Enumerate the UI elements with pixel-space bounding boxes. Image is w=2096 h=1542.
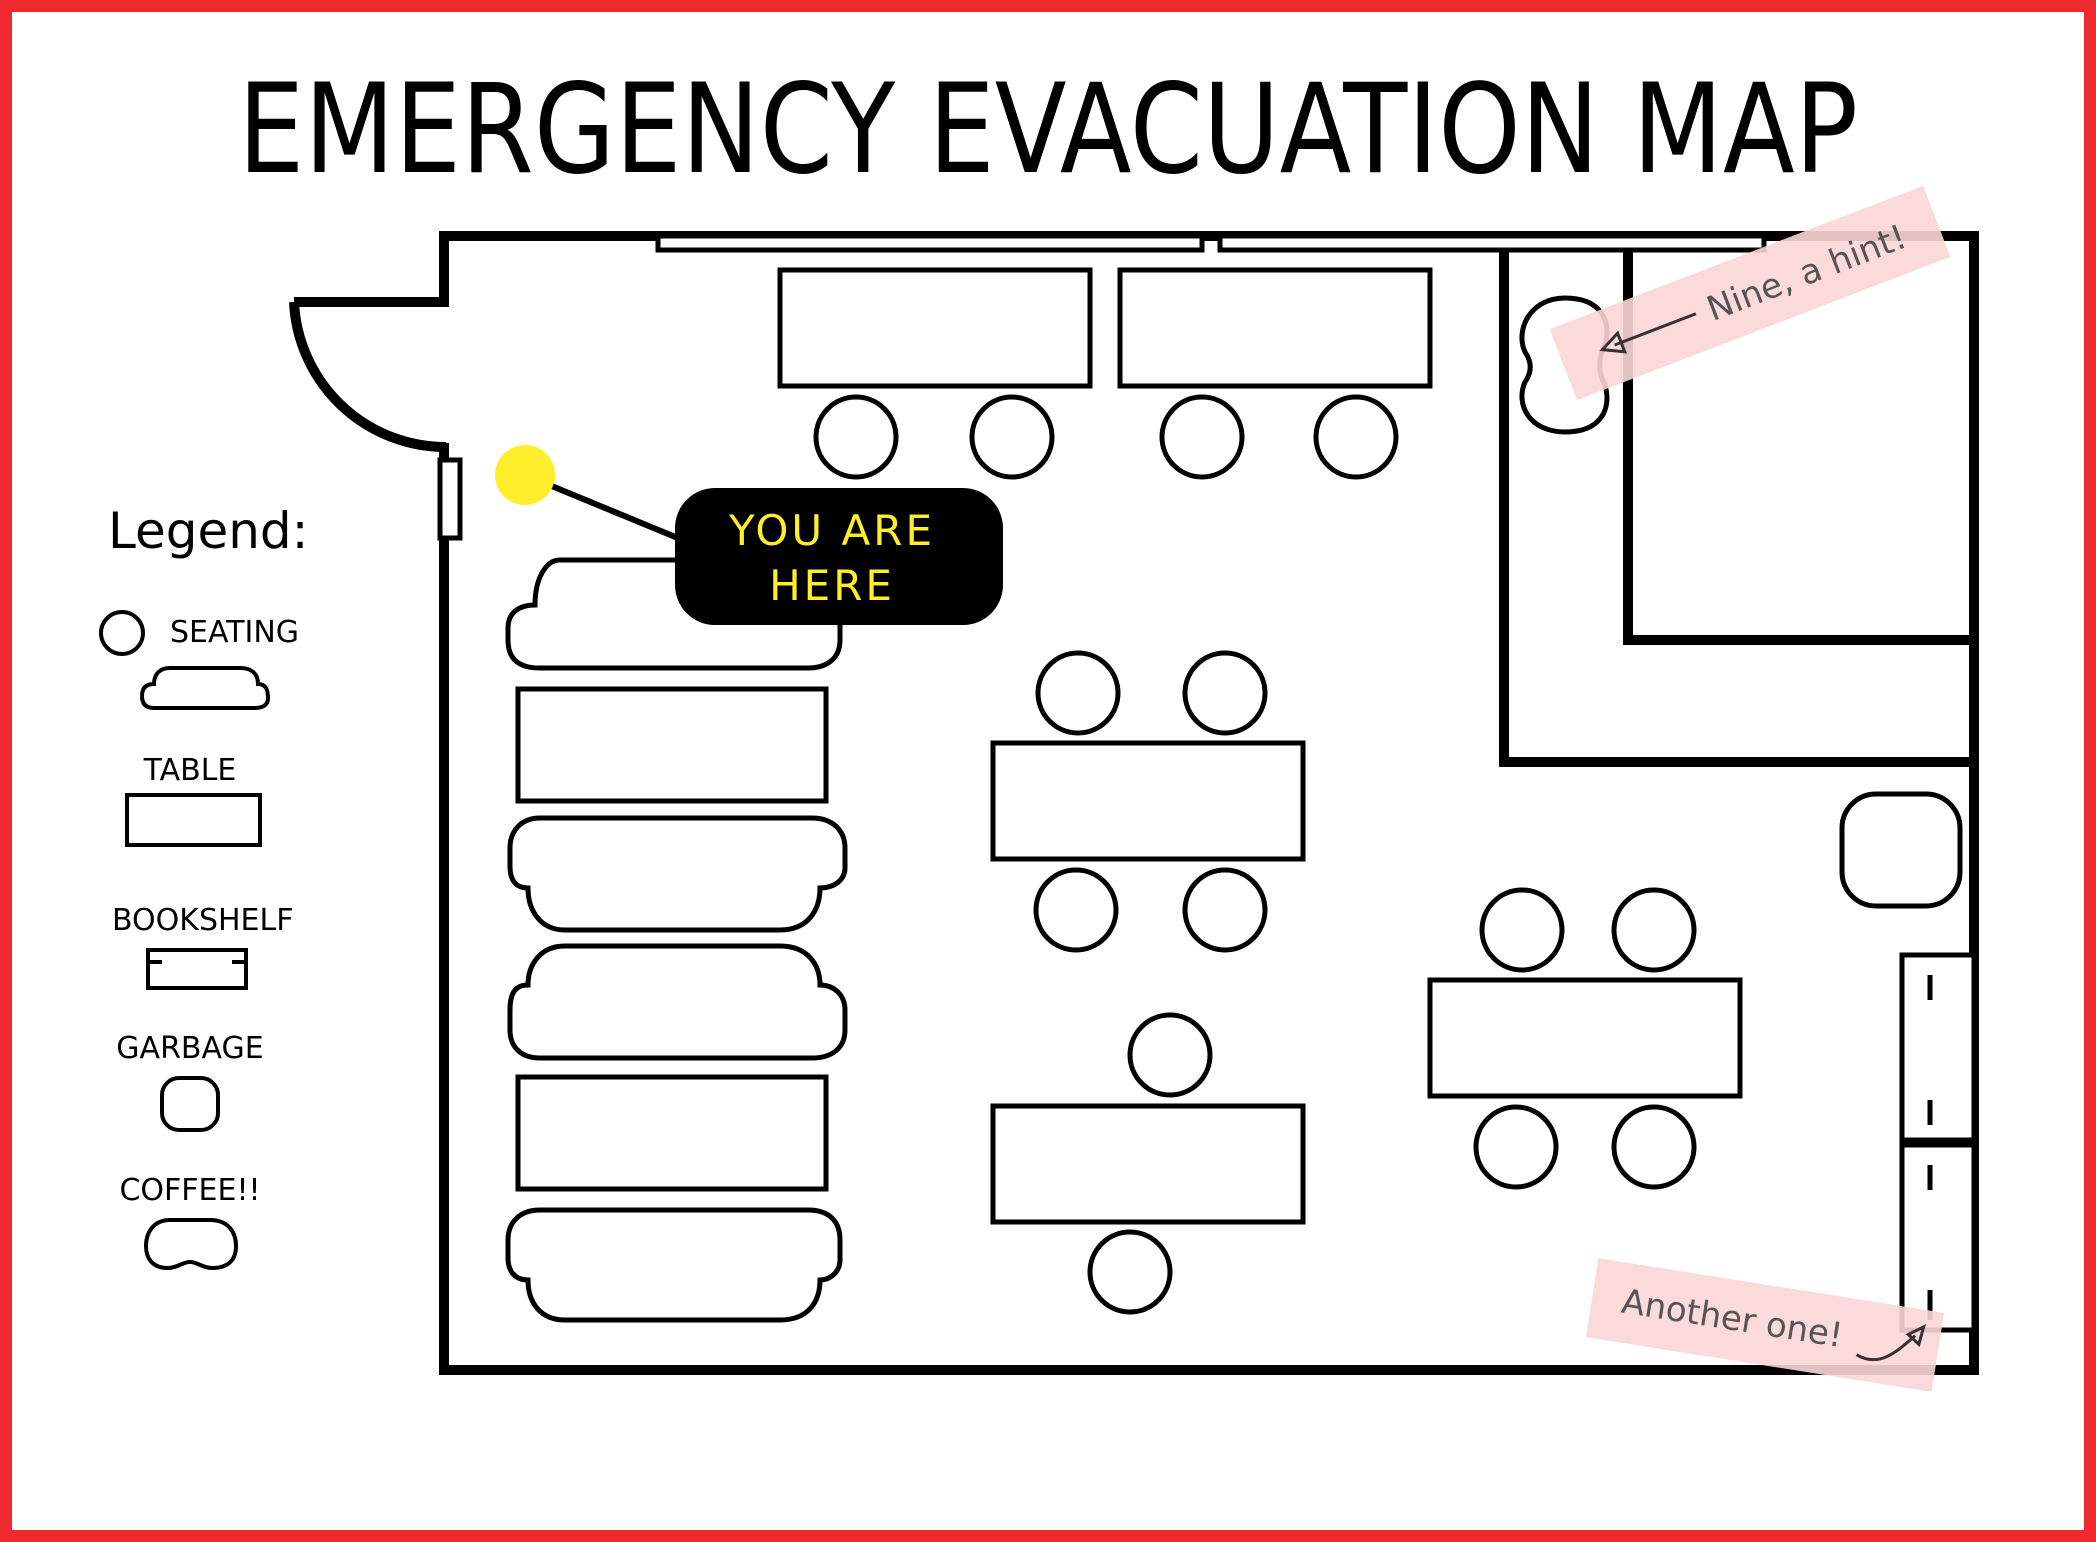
window-left [655,233,1205,253]
table-left-2 [515,1074,829,1192]
coffee-icon [143,1218,239,1271]
hint-note-another: Another one! [1585,1258,1945,1392]
you-are-here-line2: HERE [769,561,895,610]
seat [1182,867,1268,953]
legend-heading: Legend: [108,502,309,560]
table-icon [125,793,262,847]
seat [969,394,1055,480]
legend-label-table: TABLE [143,753,237,788]
side-door [437,457,463,541]
seating-icon [99,610,145,656]
seat [1611,887,1697,973]
legend-label-garbage: GARBAGE [116,1031,263,1066]
seat [1479,887,1565,973]
seat [1473,1104,1559,1190]
you-are-here-box [675,488,1003,625]
you-are-here-line1: YOU ARE [728,506,935,555]
table-top-left [777,267,1093,389]
legend: Legend: SEATING TABLE BOOKSHELF GARBAGE … [99,502,309,1271]
sofa [507,943,848,1061]
seat [1611,1104,1697,1190]
hint-note-nine: Nine, a hint! [1549,185,1951,401]
legend-label-bookshelf: BOOKSHELF [112,903,293,938]
window-right [1217,233,1767,253]
legend-label-coffee: COFFEE!! [119,1173,260,1208]
garbage-icon [160,1076,220,1132]
bookshelf-lower [1899,1142,1977,1333]
table-left-1 [515,686,829,804]
page-title: EMERGENCY EVACUATION MAP [238,58,1858,202]
bookshelf-upper [1899,952,1977,1143]
table-right [1427,977,1743,1099]
sofa [505,1207,843,1323]
table-center-lower [990,1103,1306,1225]
seat [1182,650,1268,736]
seat [1127,1012,1213,1098]
seat [1087,1229,1173,1315]
seat [1033,867,1119,953]
table-center-upper [990,740,1306,862]
you-are-here-dot [495,445,555,505]
garbage-bin [1839,791,1963,909]
seat [813,394,899,480]
bookshelf-icon [146,948,248,990]
sofa [507,815,848,933]
seat [1035,650,1121,736]
legend-label-seating: SEATING [170,615,299,650]
seat [1313,394,1399,480]
seat [1159,394,1245,480]
seating-sofa-icon [139,666,271,710]
table-top-right [1117,267,1433,389]
floor-plan-walls [289,231,1979,1375]
